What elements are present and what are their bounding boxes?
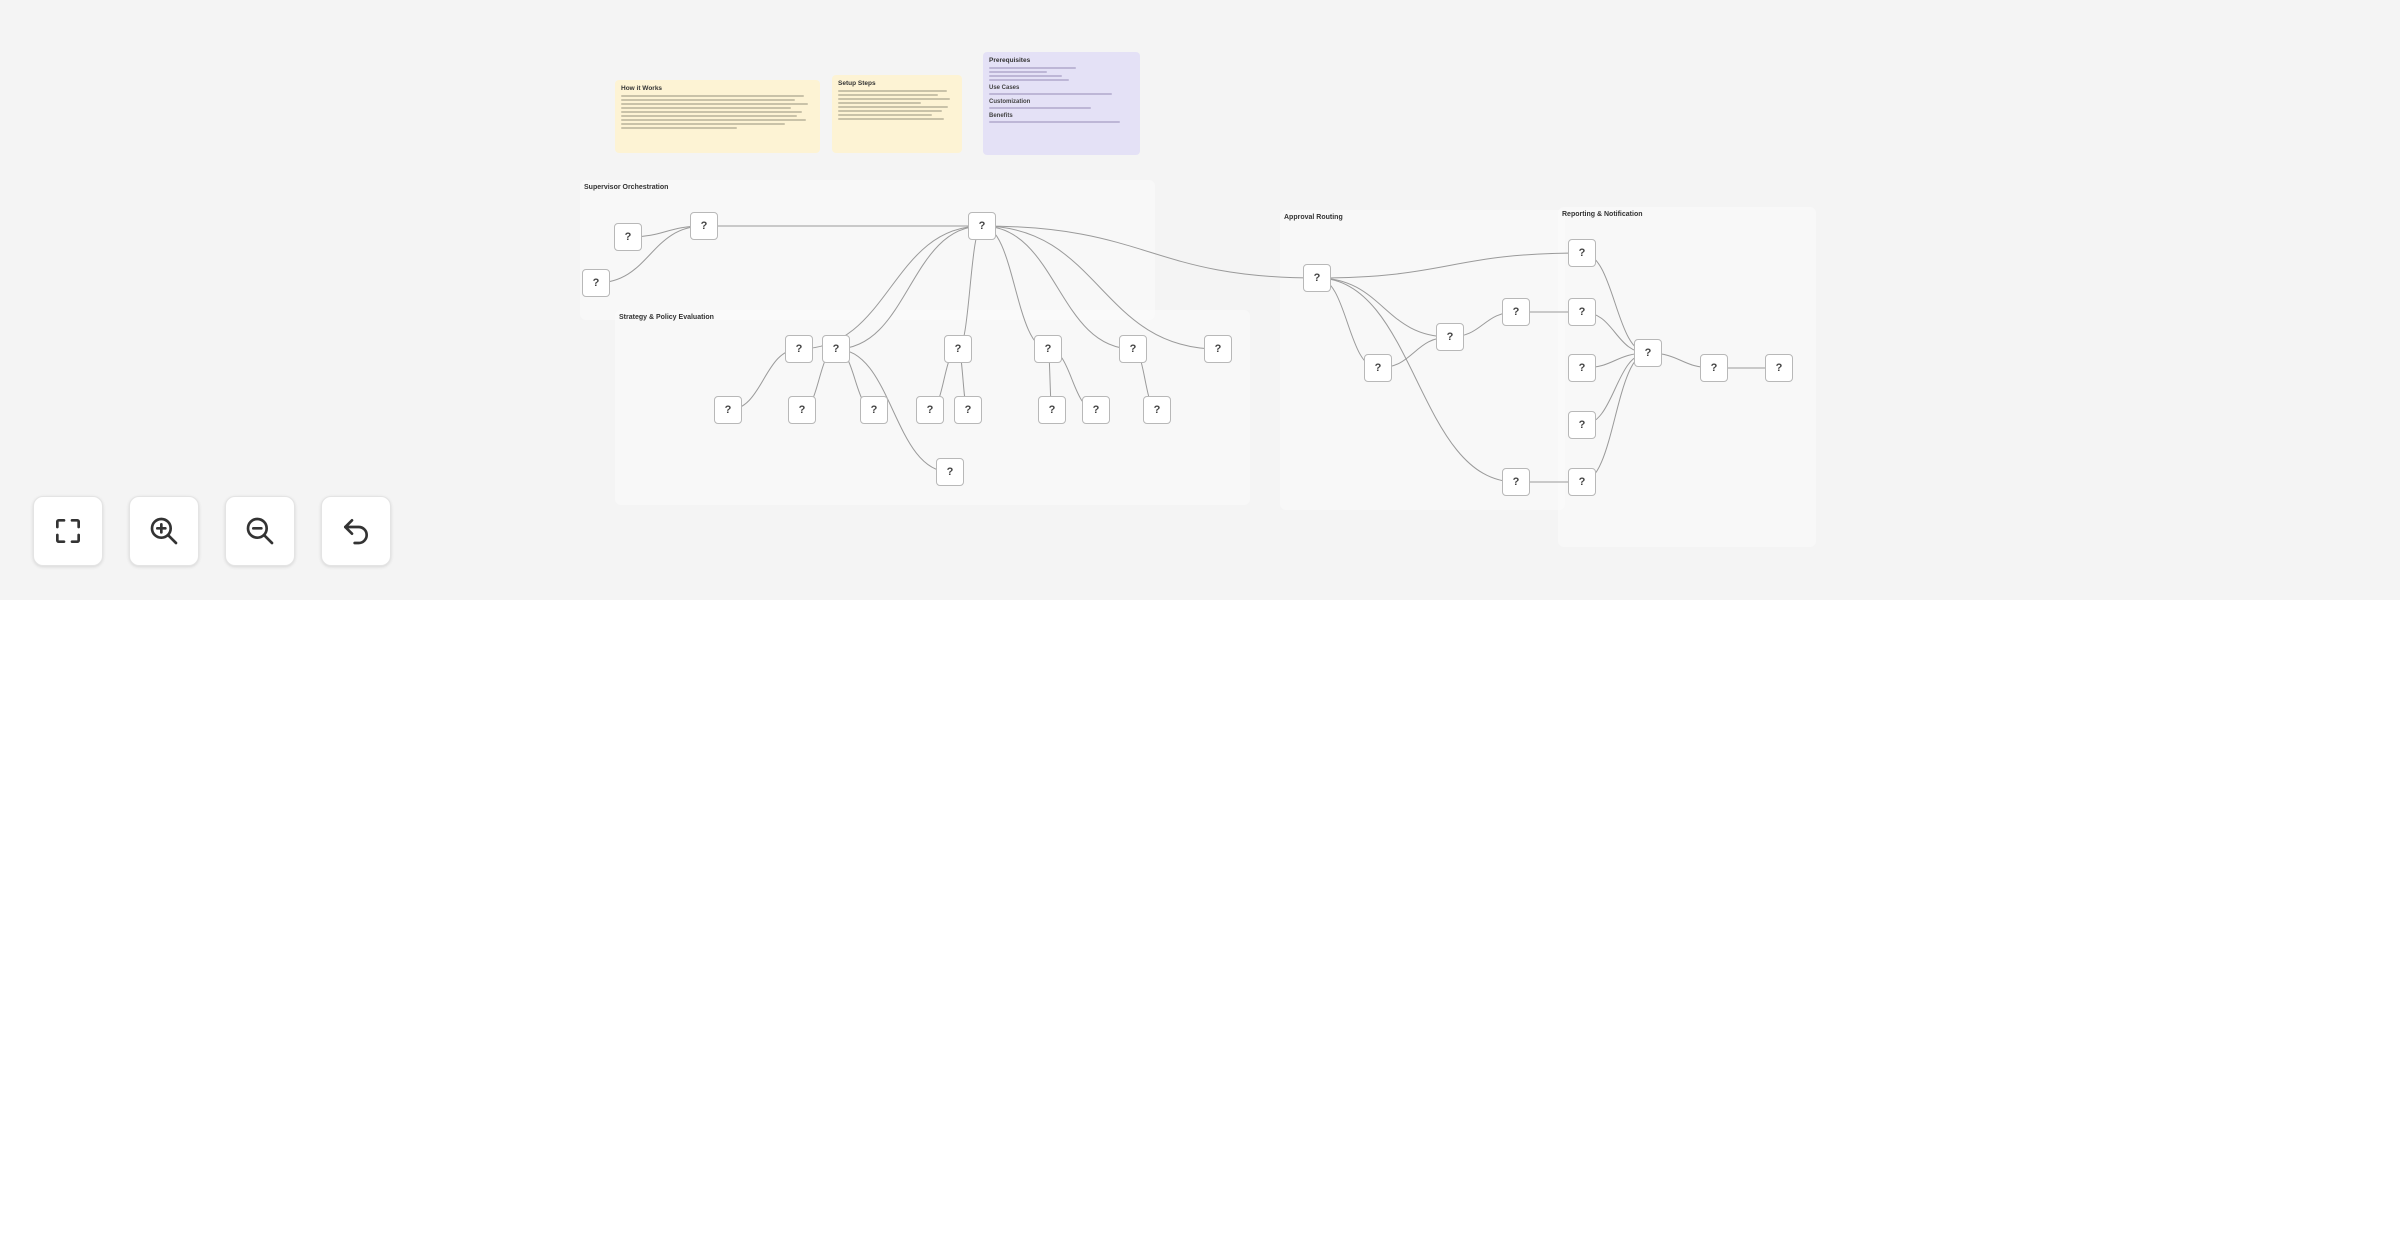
unknown-node-icon: ?	[1578, 247, 1586, 259]
workflow-node[interactable]: ?	[714, 396, 742, 424]
zoom-in-button[interactable]	[129, 496, 199, 566]
workflow-node[interactable]: ?	[1436, 323, 1464, 351]
unknown-node-icon: ?	[926, 404, 934, 416]
workflow-node[interactable]: ?	[860, 396, 888, 424]
unknown-node-icon: ?	[1313, 272, 1321, 284]
unknown-node-icon: ?	[1446, 331, 1454, 343]
unknown-node-icon: ?	[1374, 362, 1382, 374]
unknown-node-icon: ?	[795, 343, 803, 355]
zoom-in-icon	[150, 517, 178, 545]
edge-line	[981, 225, 1219, 350]
unknown-node-icon: ?	[1048, 404, 1056, 416]
workflow-node[interactable]: ?	[916, 396, 944, 424]
workflow-node[interactable]: ?	[936, 458, 964, 486]
workflow-node[interactable]: ?	[1364, 354, 1392, 382]
group-approval-routing: Approval Routing	[1280, 210, 1565, 510]
sticky-note-prerequisites[interactable]: Prerequisites Use Cases Customization Be…	[983, 52, 1140, 155]
unknown-node-icon: ?	[870, 404, 878, 416]
workflow-node[interactable]: ?	[785, 335, 813, 363]
unknown-node-icon: ?	[1153, 404, 1161, 416]
unknown-node-icon: ?	[1578, 306, 1586, 318]
sticky-subheading: Customization	[989, 99, 1031, 105]
unknown-node-icon: ?	[700, 220, 708, 232]
workflow-node[interactable]: ?	[1082, 396, 1110, 424]
fit-view-button[interactable]	[33, 496, 103, 566]
unknown-node-icon: ?	[1044, 343, 1052, 355]
zoom-out-button[interactable]	[225, 496, 295, 566]
unknown-node-icon: ?	[592, 277, 600, 289]
unknown-node-icon: ?	[1512, 306, 1520, 318]
workflow-node[interactable]: ?	[1568, 411, 1596, 439]
workflow-node[interactable]: ?	[1502, 298, 1530, 326]
edge-line	[957, 225, 983, 350]
sticky-note-how-it-works[interactable]: How it Works	[615, 80, 820, 153]
edge-line	[1316, 277, 1451, 338]
workflow-node[interactable]: ?	[1143, 396, 1171, 424]
edge-line	[981, 225, 1318, 279]
workflow-node[interactable]: ?	[1034, 335, 1062, 363]
sticky-note-setup-steps[interactable]: Setup Steps	[832, 75, 962, 153]
unknown-node-icon: ?	[832, 343, 840, 355]
unknown-node-icon: ?	[954, 343, 962, 355]
sticky-subheading: Use Cases	[989, 85, 1020, 91]
unknown-node-icon: ?	[1775, 362, 1783, 374]
workflow-node[interactable]: ?	[1568, 298, 1596, 326]
unknown-node-icon: ?	[1512, 476, 1520, 488]
workflow-node[interactable]: ?	[944, 335, 972, 363]
workflow-node[interactable]: ?	[582, 269, 610, 297]
workflow-node[interactable]: ?	[1303, 264, 1331, 292]
reset-button[interactable]	[321, 496, 391, 566]
unknown-node-icon: ?	[1092, 404, 1100, 416]
workflow-node[interactable]: ?	[1204, 335, 1232, 363]
group-title: Approval Routing	[1284, 214, 1343, 221]
edge-line	[981, 225, 1049, 350]
workflow-node[interactable]: ?	[1634, 339, 1662, 367]
unknown-node-icon: ?	[1578, 419, 1586, 431]
workflow-node[interactable]: ?	[1700, 354, 1728, 382]
sticky-title: How it Works	[621, 85, 663, 92]
edge-line	[1316, 252, 1583, 279]
workflow-node[interactable]: ?	[1119, 335, 1147, 363]
sticky-subheading: Benefits	[989, 113, 1013, 119]
workflow-node[interactable]: ?	[1502, 468, 1530, 496]
sticky-title: Setup Steps	[838, 80, 876, 87]
unknown-node-icon: ?	[964, 404, 972, 416]
edge-line	[1316, 277, 1517, 483]
workflow-node[interactable]: ?	[1568, 354, 1596, 382]
undo-icon	[344, 519, 368, 545]
workflow-node[interactable]: ?	[968, 212, 996, 240]
unknown-node-icon: ?	[1129, 343, 1137, 355]
unknown-node-icon: ?	[1214, 343, 1222, 355]
group-title: Strategy & Policy Evaluation	[619, 314, 714, 321]
workflow-node[interactable]: ?	[1568, 239, 1596, 267]
workflow-canvas[interactable]: Supervisor Orchestration Strategy & Poli…	[0, 0, 2400, 600]
workflow-node[interactable]: ?	[690, 212, 718, 240]
edge-line	[595, 225, 705, 284]
group-title: Supervisor Orchestration	[584, 184, 669, 191]
unknown-node-icon: ?	[798, 404, 806, 416]
unknown-node-icon: ?	[1710, 362, 1718, 374]
unknown-node-icon: ?	[1578, 476, 1586, 488]
unknown-node-icon: ?	[724, 404, 732, 416]
edge-line	[835, 225, 983, 350]
edge-line	[835, 348, 951, 473]
zoom-out-icon	[246, 517, 274, 545]
sticky-title: Prerequisites	[989, 57, 1031, 64]
workflow-node[interactable]: ?	[614, 223, 642, 251]
unknown-node-icon: ?	[1644, 347, 1652, 359]
workflow-node[interactable]: ?	[1568, 468, 1596, 496]
workflow-node[interactable]: ?	[1038, 396, 1066, 424]
fullscreen-icon	[56, 519, 80, 543]
unknown-node-icon: ?	[978, 220, 986, 232]
workflow-node[interactable]: ?	[822, 335, 850, 363]
unknown-node-icon: ?	[624, 231, 632, 243]
edge-line	[981, 225, 1134, 350]
workflow-node[interactable]: ?	[1765, 354, 1793, 382]
workflow-node[interactable]: ?	[788, 396, 816, 424]
unknown-node-icon: ?	[1578, 362, 1586, 374]
group-title: Reporting & Notification	[1562, 211, 1643, 218]
workflow-node[interactable]: ?	[954, 396, 982, 424]
edge-line	[798, 225, 983, 350]
unknown-node-icon: ?	[946, 466, 954, 478]
